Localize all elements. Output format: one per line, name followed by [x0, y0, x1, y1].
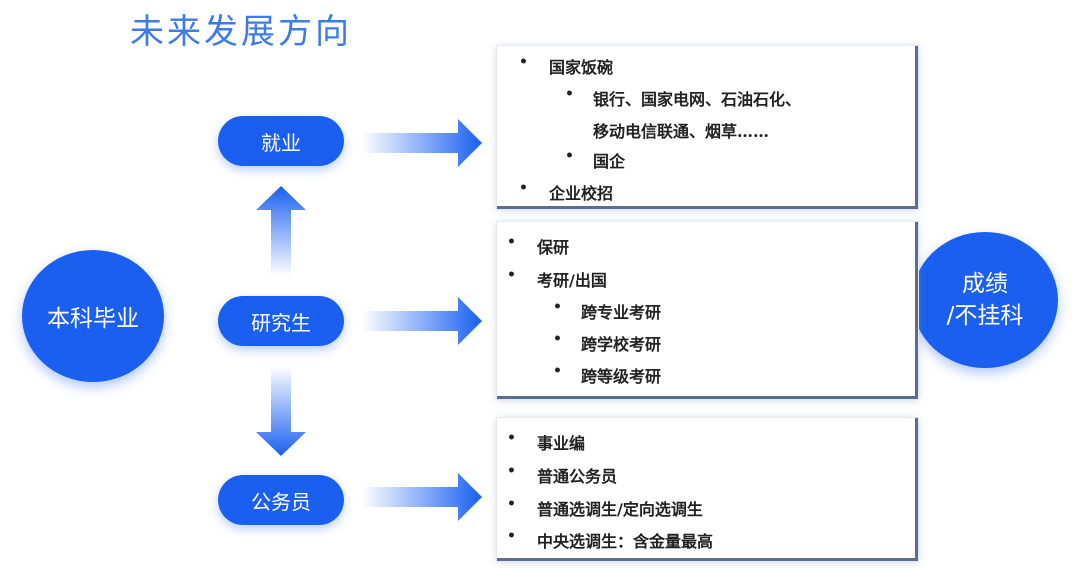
end-node-line2: /不挂科	[946, 303, 1024, 329]
postgraduate-options-box: • 保研 • 考研/出国 • 跨专业考研 • 跨学校考研 • 跨等级考研	[497, 222, 918, 399]
arrow-down-to-civil-service	[256, 366, 306, 456]
path-civil-service: 公务员	[218, 475, 344, 525]
start-node: 本科毕业	[22, 250, 164, 382]
arrow-civil-service-to-box	[362, 473, 482, 521]
end-node: 成绩 /不挂科	[912, 232, 1058, 368]
path-civil-service-label: 公务员	[251, 489, 311, 514]
path-employment-label: 就业	[261, 130, 301, 155]
arrow-postgrad-to-box	[362, 297, 482, 345]
start-node-label: 本科毕业	[47, 306, 139, 332]
path-employment: 就业	[218, 116, 344, 166]
page-title: 未来发展方向	[130, 12, 352, 52]
end-node-line1: 成绩	[962, 271, 1008, 297]
civil-service-options-box: • 事业编 • 普通公务员 • 普通选调生/定向选调生 • 中央选调生：含金量最…	[497, 418, 918, 561]
arrow-employment-to-box	[362, 119, 482, 167]
path-postgraduate: 研究生	[218, 296, 344, 346]
arrow-up-to-employment	[256, 186, 306, 276]
employment-options-box: • 国家饭碗 • 银行、国家电网、石油石化、 移动电信联通、烟草…… • 国企 …	[497, 46, 918, 209]
path-postgraduate-label: 研究生	[251, 310, 311, 335]
